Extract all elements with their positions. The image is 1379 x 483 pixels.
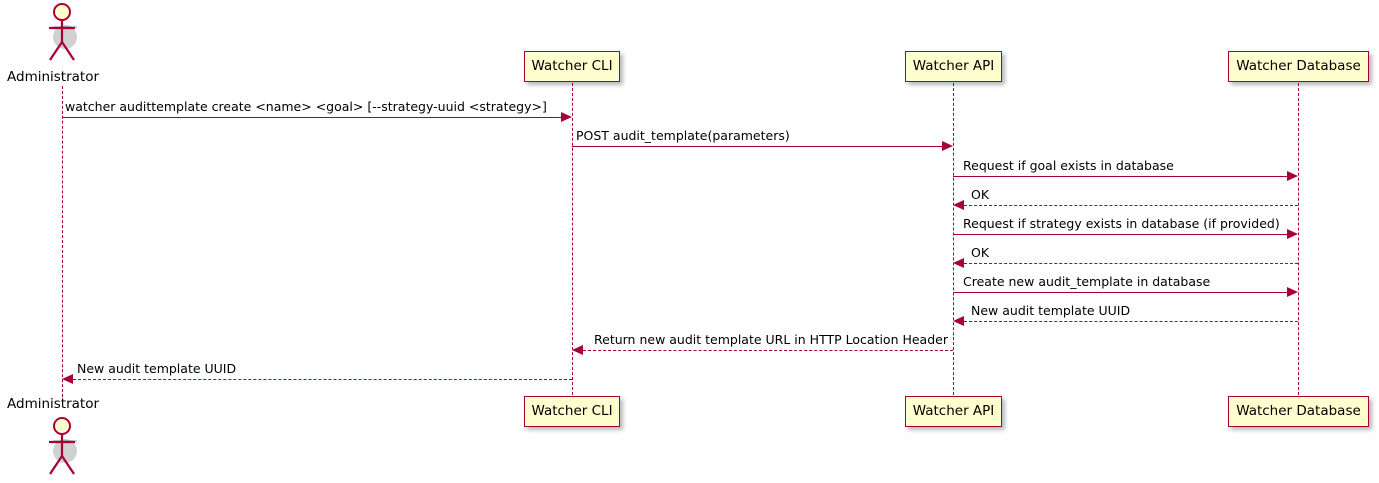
message-line-10 xyxy=(73,379,572,380)
actor-icon xyxy=(49,417,77,475)
message-arrowhead-10 xyxy=(62,374,73,384)
message-label-7: Create new audit_template in database xyxy=(963,274,1211,289)
message-arrowhead-2 xyxy=(942,141,953,151)
participant-label-watcher-database-top: Watcher Database xyxy=(1236,57,1361,74)
message-line-9 xyxy=(583,350,953,351)
message-arrowhead-3 xyxy=(1287,171,1298,181)
message-line-8 xyxy=(964,321,1298,322)
participant-box-watcher-api-top[interactable]: Watcher API xyxy=(905,51,1002,82)
lifeline-watcher-database xyxy=(1298,83,1299,395)
message-line-2 xyxy=(572,146,942,147)
lifeline-administrator xyxy=(62,86,63,402)
lifeline-watcher-api xyxy=(953,83,954,395)
message-label-5: Request if strategy exists in database (… xyxy=(963,216,1280,231)
message-label-4: OK xyxy=(971,187,990,202)
message-arrowhead-1 xyxy=(561,112,572,122)
participant-label-watcher-cli-top: Watcher CLI xyxy=(531,57,613,74)
participant-box-watcher-database-top[interactable]: Watcher Database xyxy=(1228,51,1369,82)
participant-label-watcher-api-bottom: Watcher API xyxy=(912,402,995,419)
lifeline-watcher-cli xyxy=(572,83,573,395)
message-line-4 xyxy=(964,205,1298,206)
actor-label-administrator-bottom: Administrator xyxy=(7,396,100,412)
actor-administrator-bottom xyxy=(40,416,85,478)
message-label-6: OK xyxy=(971,245,990,260)
message-arrowhead-5 xyxy=(1287,229,1298,239)
message-label-8: New audit template UUID xyxy=(971,303,1131,318)
message-line-3 xyxy=(953,176,1287,177)
actor-icon xyxy=(49,3,77,61)
participant-box-watcher-cli-top[interactable]: Watcher CLI xyxy=(524,51,620,82)
participant-box-watcher-cli-bottom[interactable]: Watcher CLI xyxy=(524,396,620,427)
participant-label-watcher-database-bottom: Watcher Database xyxy=(1236,402,1361,419)
participant-box-watcher-database-bottom[interactable]: Watcher Database xyxy=(1228,396,1369,427)
message-label-10: New audit template UUID xyxy=(77,361,237,376)
participant-label-watcher-cli-bottom: Watcher CLI xyxy=(531,402,613,419)
message-line-6 xyxy=(964,263,1298,264)
message-label-9: Return new audit template URL in HTTP Lo… xyxy=(594,332,948,347)
actor-label-administrator-top: Administrator xyxy=(7,69,100,85)
participant-box-watcher-api-bottom[interactable]: Watcher API xyxy=(905,396,1002,427)
message-arrowhead-9 xyxy=(572,345,583,355)
message-arrowhead-4 xyxy=(953,200,964,210)
message-arrowhead-6 xyxy=(953,258,964,268)
message-label-3: Request if goal exists in database xyxy=(963,158,1174,173)
message-arrowhead-7 xyxy=(1287,287,1298,297)
actor-administrator-top xyxy=(40,2,85,64)
participant-label-watcher-api-top: Watcher API xyxy=(912,57,995,74)
message-line-7 xyxy=(953,292,1287,293)
message-label-2: POST audit_template(parameters) xyxy=(576,128,790,143)
message-arrowhead-8 xyxy=(953,316,964,326)
message-label-1: watcher audittemplate create <name> <goa… xyxy=(65,99,547,114)
message-line-1 xyxy=(62,117,561,118)
message-line-5 xyxy=(953,234,1287,235)
